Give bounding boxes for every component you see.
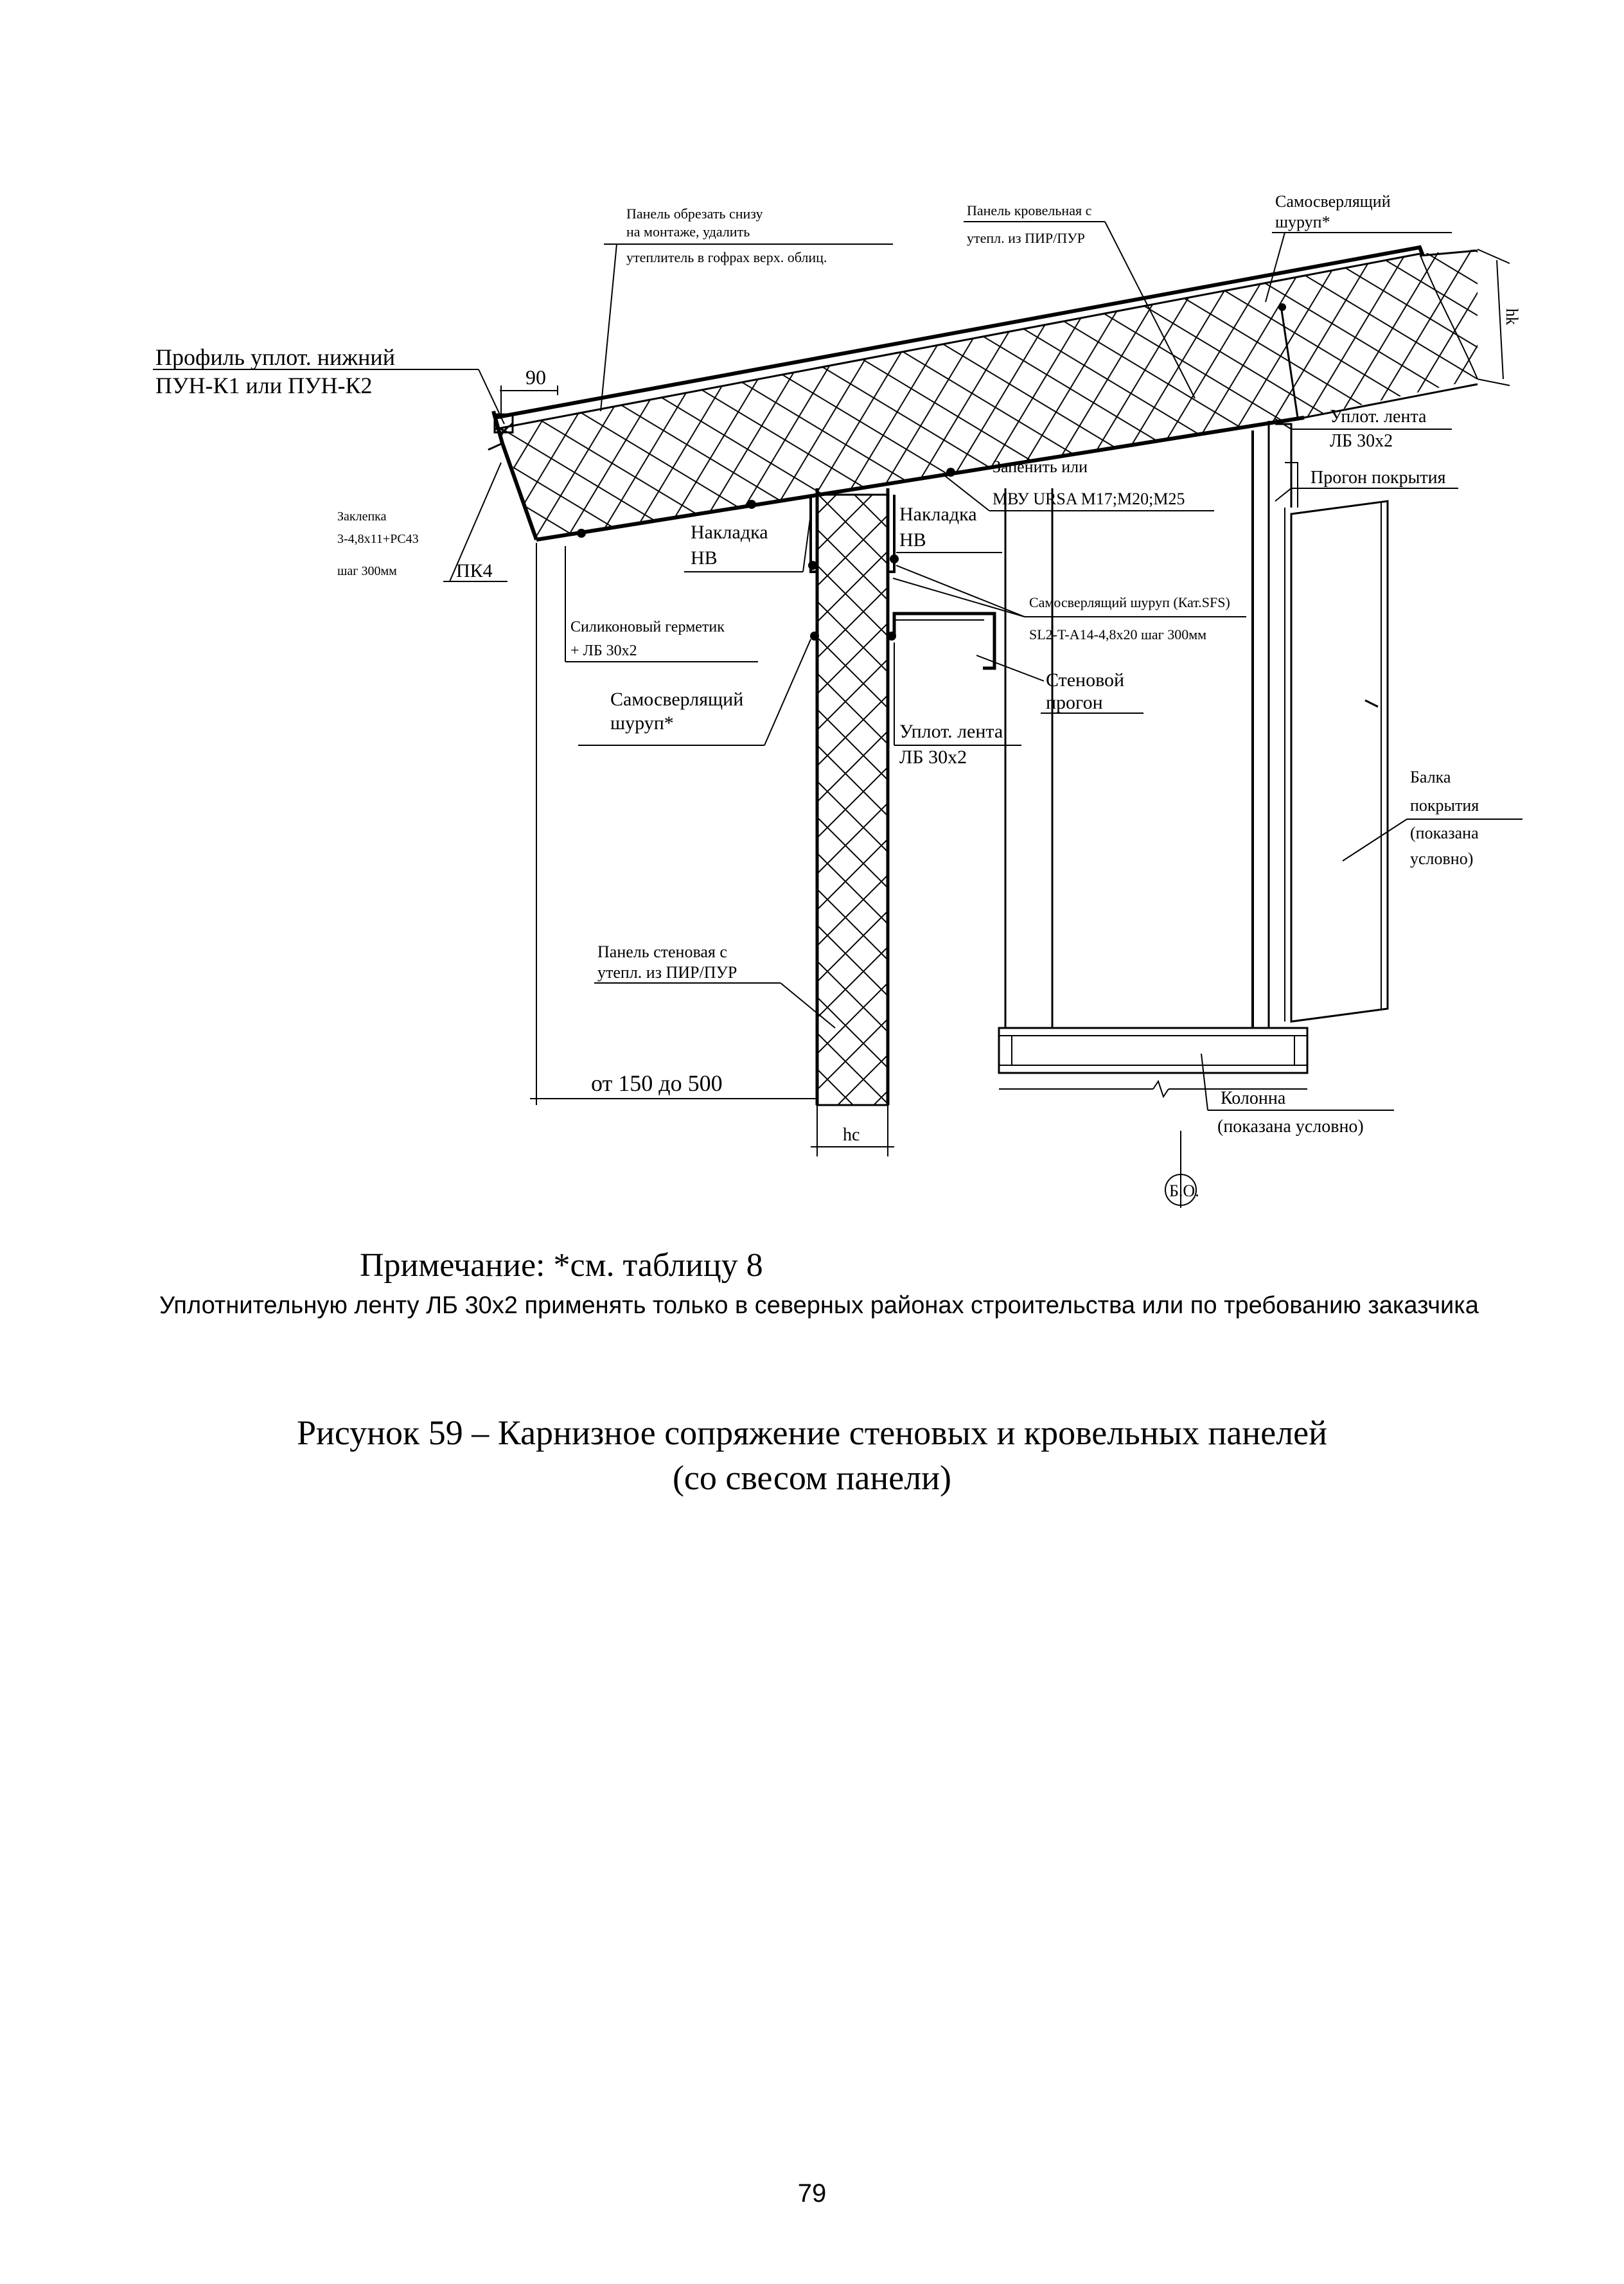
label-overlay-right-1: Накладка — [899, 504, 977, 525]
label-wall-purlin-2: прогон — [1046, 692, 1103, 713]
roof-screw-icon — [1278, 303, 1286, 311]
wall-panel — [808, 488, 899, 1106]
page-number: 79 — [797, 2179, 827, 2208]
label-roof-panel-2: утепл. из ПИР/ПУР — [967, 230, 1085, 246]
label-profile-2: ПУН-К1 или ПУН-К2 — [155, 373, 372, 398]
label-rivet-1: Заклепка — [337, 509, 387, 524]
note-body: Уплотнительную ленту ЛБ 30х2 применять т… — [159, 1292, 1479, 1319]
eaves-detail-drawing: Б.О. — [153, 192, 1522, 1208]
label-seal-tape-top-2: ЛБ 30х2 — [1330, 431, 1393, 451]
label-silicone-2: + ЛБ 30х2 — [570, 642, 637, 659]
label-screw-mid-1: Самосверлящий — [610, 689, 743, 710]
label-dim-hk: hk — [1503, 308, 1521, 325]
label-rivet-3: шаг 300мм — [337, 564, 397, 578]
label-pk4: ПК4 — [456, 560, 493, 581]
axis-mark-label: Б.О. — [1169, 1182, 1199, 1200]
seal-point-icon — [946, 468, 955, 477]
caption-line-2: (со свесом панели) — [672, 1458, 952, 1497]
label-beam-3: (показана — [1410, 824, 1479, 842]
label-screw-sfs-2: SL2-T-A14-4,8x20 шаг 300мм — [1029, 626, 1206, 642]
figure-caption: Рисунок 59 – Карнизное сопряжение стенов… — [0, 1410, 1624, 1500]
wall-purlin — [892, 612, 996, 670]
label-column-1: Колонна — [1221, 1088, 1286, 1108]
overlay-screw-icon — [808, 561, 817, 570]
leader-lines — [153, 221, 1522, 1111]
label-roof-purlin: Прогон покрытия — [1311, 468, 1446, 488]
label-seal-tape-top-1: Уплот. лента — [1330, 407, 1427, 427]
label-screw-top-1: Самосверлящий — [1275, 192, 1391, 211]
label-dim-range: от 150 до 500 — [591, 1070, 723, 1096]
label-seal-tape-mid-1: Уплот. лента — [899, 721, 1003, 742]
label-silicone-1: Силиконовый герметик — [570, 619, 725, 635]
label-profile-1: Профиль уплот. нижний — [155, 344, 395, 370]
label-wall-purlin-1: Стеновой — [1046, 669, 1124, 691]
label-roof-panel-1: Панель кровельная с — [967, 202, 1092, 218]
dimensions — [500, 249, 1510, 1156]
label-panel-cut-1: Панель обрезать снизу — [626, 206, 763, 222]
rivet-icon — [577, 529, 586, 538]
label-screw-top-2: шуруп* — [1275, 213, 1330, 231]
label-panel-cut-3: утеплитель в гофрах верх. облиц. — [626, 249, 827, 265]
label-beam-1: Балка — [1410, 768, 1451, 786]
label-overlay-right-2: НВ — [899, 529, 926, 551]
label-column-2: (показана условно) — [1217, 1117, 1364, 1137]
label-screw-mid-2: шуруп* — [610, 713, 674, 734]
label-wall-panel-1: Панель стеновая с — [597, 943, 727, 961]
seal-point-icon — [747, 500, 756, 509]
label-fill-1: Запенить или — [993, 457, 1088, 476]
note-title: Примечание: *см. таблицу 8 — [360, 1247, 763, 1284]
label-seal-tape-mid-2: ЛБ 30х2 — [899, 747, 967, 768]
label-screw-sfs-1: Самосверлящий шуруп (Кат.SFS) — [1029, 594, 1230, 610]
label-fill-2: МВУ URSA M17;M20;M25 — [993, 490, 1185, 508]
label-rivet-2: 3-4,8х11+PC43 — [337, 532, 419, 546]
column — [998, 488, 1309, 1099]
overlay-screw-icon — [890, 554, 899, 563]
caption-line-1: Рисунок 59 – Карнизное сопряжение стенов… — [296, 1413, 1328, 1452]
drawing-labels: Панель обрезать снизу на монтаже, удалит… — [155, 192, 1521, 1145]
label-panel-cut-2: на монтаже, удалить — [626, 224, 750, 240]
axis-mark: Б.О. — [1165, 1131, 1199, 1208]
roof-beam — [1251, 421, 1389, 1028]
label-overlay-left-1: Накладка — [691, 522, 768, 543]
label-beam-4: условно) — [1410, 849, 1473, 868]
label-overlay-left-2: НВ — [691, 547, 718, 569]
label-wall-panel-2: утепл. из ПИР/ПУР — [597, 963, 737, 982]
label-dim-hc: hc — [843, 1125, 860, 1145]
roof-panel — [494, 245, 1478, 542]
label-beam-2: покрытия — [1410, 796, 1479, 815]
label-dim-90: 90 — [525, 366, 546, 389]
wall-screw-icon — [810, 632, 819, 641]
